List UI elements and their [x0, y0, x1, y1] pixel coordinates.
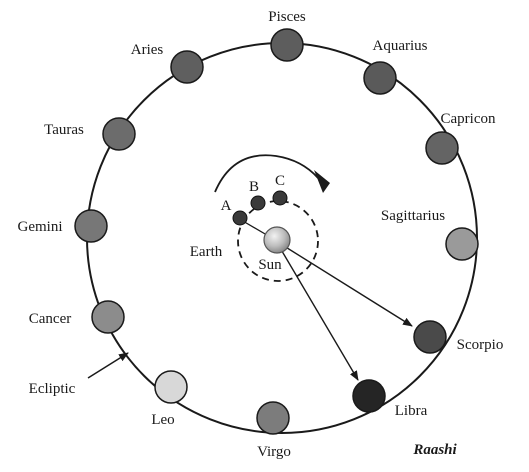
sign-tauras-label: Tauras — [44, 122, 84, 138]
earth-label: Earth — [190, 244, 223, 260]
sign-sagittarius-dot — [445, 227, 479, 261]
sign-scorpio-dot — [413, 320, 447, 354]
sign-capricon: Capricon — [425, 111, 496, 165]
sign-sagittarius-label: Sagittarius — [381, 208, 445, 224]
sign-aries: Aries — [131, 42, 204, 84]
sign-virgo: Virgo — [256, 401, 291, 460]
sightline-sun-to-scorpio — [275, 240, 413, 327]
sign-capricon-dot — [425, 131, 459, 165]
sign-pisces-label: Pisces — [268, 9, 306, 25]
earth-position-c — [272, 190, 288, 206]
sign-aquarius-label: Aquarius — [373, 38, 428, 54]
sign-aquarius: Aquarius — [363, 38, 428, 95]
point-b-label: B — [249, 179, 259, 195]
sign-virgo-dot — [256, 401, 290, 435]
sign-cancer-dot — [91, 300, 125, 334]
point-c-label: C — [275, 173, 285, 189]
sign-leo-dot — [154, 370, 188, 404]
sign-virgo-label: Virgo — [257, 444, 291, 460]
sign-gemini-dot — [74, 209, 108, 243]
sign-gemini-label: Gemini — [18, 219, 63, 235]
earth-position-a — [232, 210, 248, 226]
sun — [263, 226, 291, 254]
direction-arrow — [214, 154, 319, 193]
ecliptic-pointer-line — [87, 352, 129, 379]
sign-libra: Libra — [352, 379, 428, 419]
sign-tauras: Tauras — [44, 117, 136, 151]
sign-leo: Leo — [151, 370, 188, 428]
sign-tauras-dot — [102, 117, 136, 151]
point-a-label: A — [221, 198, 232, 214]
ecliptic-label: Ecliptic — [29, 381, 76, 397]
sun-label: Sun — [258, 257, 282, 273]
sign-scorpio-label: Scorpio — [457, 337, 504, 353]
diagram-caption: Raashi — [412, 442, 457, 458]
sign-aquarius-dot — [363, 61, 397, 95]
sign-aries-dot — [170, 50, 204, 84]
sign-capricon-label: Capricon — [441, 111, 496, 127]
sign-cancer: Cancer — [29, 300, 125, 334]
sign-cancer-label: Cancer — [29, 311, 71, 327]
sign-scorpio: Scorpio — [413, 320, 504, 354]
sign-leo-label: Leo — [151, 412, 174, 428]
sign-aries-label: Aries — [131, 42, 164, 58]
sign-pisces: Pisces — [268, 9, 306, 62]
sightline-sun-to-libra — [275, 240, 359, 381]
sign-gemini: Gemini — [18, 209, 108, 243]
earth-orbit — [237, 200, 319, 282]
earth-position-b — [250, 195, 266, 211]
sign-sagittarius: Sagittarius — [381, 208, 479, 261]
direction-arrowhead — [314, 170, 330, 193]
sign-libra-label: Libra — [395, 403, 428, 419]
sign-pisces-dot — [270, 28, 304, 62]
sign-libra-dot — [352, 379, 386, 413]
